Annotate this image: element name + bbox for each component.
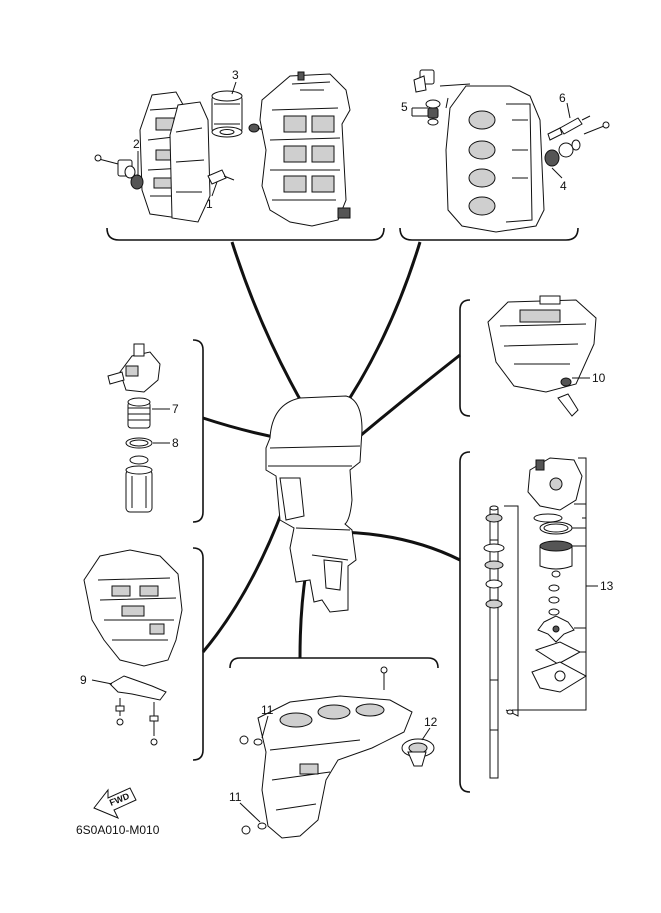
outboard-motor-outline xyxy=(265,395,363,613)
bracket-bottom xyxy=(229,657,439,669)
anode-plate xyxy=(109,675,167,701)
callout-11-upper: 11 xyxy=(261,703,274,717)
clamp-bracket xyxy=(83,549,183,667)
left-lower-parts: 9 xyxy=(80,549,183,746)
diagram-code: 6S0A010-M010 xyxy=(76,823,160,837)
bottom-parts: 11 11 12 xyxy=(229,666,438,839)
callout-12: 12 xyxy=(424,715,438,729)
filter-cup xyxy=(125,469,153,513)
pump-insert xyxy=(539,545,573,570)
bracket-right-upper xyxy=(459,299,471,417)
callout-4: 4 xyxy=(560,179,567,193)
oil-pan xyxy=(487,295,597,393)
top-right-parts: 5 6 4 xyxy=(401,69,610,233)
callout-5: 5 xyxy=(401,100,408,114)
bracket-left-lower xyxy=(192,547,204,761)
top-left-parts: 2 1 3 xyxy=(94,68,351,227)
bracket-left-upper xyxy=(192,339,204,523)
callout-8: 8 xyxy=(172,436,179,450)
callout-3: 3 xyxy=(232,68,239,82)
right-lower-parts: 13 xyxy=(483,457,614,779)
fwd-direction-arrow: FWD xyxy=(93,787,137,819)
bracket-top-right xyxy=(399,227,579,241)
callout-6: 6 xyxy=(559,91,566,105)
right-upper-parts: 10 xyxy=(487,295,606,417)
trim-tab-anode xyxy=(401,738,435,767)
callout-2: 2 xyxy=(133,137,140,151)
callout-10: 10 xyxy=(592,371,606,385)
lower-unit-casing xyxy=(257,695,413,839)
cylinder-block xyxy=(259,71,351,227)
callout-11-lower: 11 xyxy=(229,790,242,804)
callout-7: 7 xyxy=(172,402,179,416)
fuel-filter-element xyxy=(127,397,151,429)
water-pump-housing xyxy=(527,457,583,511)
bracket-right-lower xyxy=(459,451,471,793)
leader-bottom xyxy=(298,571,308,659)
leader-top-right xyxy=(336,241,422,417)
callout-13: 13 xyxy=(600,579,614,593)
bracket-top-left xyxy=(106,227,385,241)
callout-1: 1 xyxy=(206,197,213,211)
cylinder-head xyxy=(445,85,545,233)
oil-filter xyxy=(211,90,243,138)
left-upper-parts: 7 8 xyxy=(107,343,179,513)
callout-9: 9 xyxy=(80,673,87,687)
leader-left-lower xyxy=(201,489,292,653)
top-brackets xyxy=(106,227,579,793)
leader-top-left xyxy=(230,241,308,411)
